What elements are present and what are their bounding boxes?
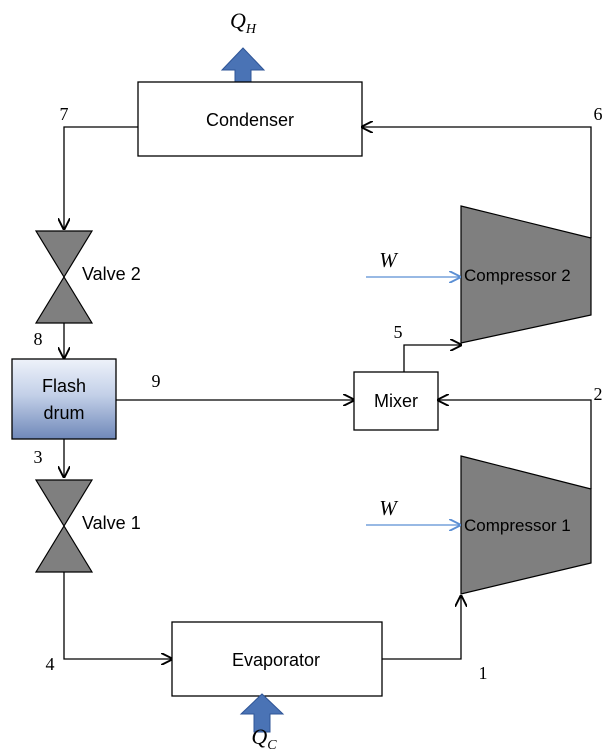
stream-1-line [382, 596, 461, 660]
flash-drum-label-line1: Flash [42, 376, 86, 396]
mixer-label: Mixer [374, 391, 418, 411]
state-4-label: 4 [46, 654, 55, 674]
condenser-label: Condenser [206, 110, 294, 130]
state-6-label: 6 [594, 104, 603, 124]
condenser-box [137, 81, 363, 157]
q-h-label: QH [230, 8, 257, 37]
heat-in-arrow [239, 693, 285, 733]
flash-drum-box [11, 358, 117, 440]
state-9-label: 9 [152, 371, 161, 391]
q-c-base: Q [251, 724, 267, 749]
stream-4-line [63, 572, 172, 659]
work-1-label: W [379, 496, 399, 520]
q-h-sub: H [245, 22, 257, 37]
compressor-1-label: Compressor 1 [464, 516, 571, 535]
stream-7-line [64, 126, 138, 229]
work-2-label: W [379, 248, 399, 272]
state-7-label: 7 [60, 104, 69, 124]
q-c-label: QC [251, 724, 277, 749]
compressor-1-symbol [460, 455, 592, 595]
state-2-label: 2 [594, 384, 603, 404]
valve-2-label: Valve 2 [82, 264, 141, 284]
q-c-sub: C [267, 738, 277, 749]
compressor-2-symbol [460, 205, 592, 344]
stream-5-line [403, 345, 461, 372]
stream-6-line [362, 127, 592, 238]
state-8-label: 8 [34, 329, 43, 349]
valve-1-label: Valve 1 [82, 513, 141, 533]
stream-2-line [438, 400, 592, 489]
state-5-label: 5 [394, 322, 403, 342]
evaporator-label: Evaporator [232, 650, 320, 670]
evaporator-box [171, 621, 383, 697]
state-3-label: 3 [34, 447, 43, 467]
state-1-label: 1 [479, 663, 488, 683]
q-h-base: Q [230, 8, 246, 33]
compressor-2-label: Compressor 2 [464, 266, 571, 285]
flash-drum-label-line2: drum [43, 403, 84, 423]
valve-2-symbol [34, 230, 94, 324]
mixer-box [353, 371, 439, 431]
